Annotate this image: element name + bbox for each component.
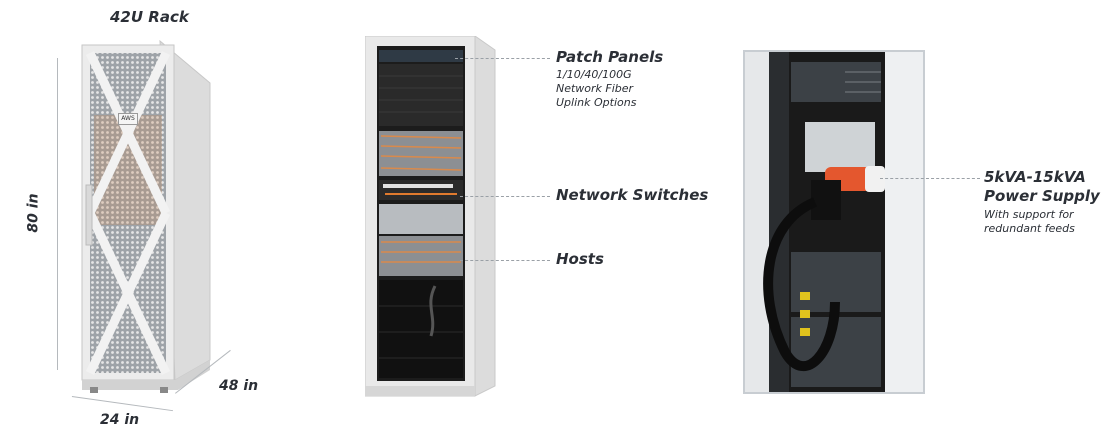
width-dimension-line: [71, 396, 174, 412]
height-label: 80 in: [25, 193, 42, 233]
power-supply-leader: [880, 178, 980, 179]
height-dimension-line: [57, 58, 58, 370]
depth-label: 48 in: [219, 378, 259, 394]
patch-panels-title: Patch Panels: [556, 48, 664, 66]
power-supply-detail-1: With support for: [984, 208, 1074, 221]
badge-logo: AWS: [118, 113, 138, 125]
network-switches-title: Network Switches: [556, 186, 709, 204]
power-supply-title-1: 5kVA-15kVA: [984, 168, 1086, 186]
closed-rack-image: AWS: [60, 35, 250, 395]
hosts-leader: [460, 260, 550, 261]
open-rack-image: [364, 35, 497, 402]
rack-title: 42U Rack: [110, 8, 189, 26]
power-supply-title-2: Power Supply: [984, 187, 1100, 205]
patch-panels-detail-1: 1/10/40/100G: [556, 68, 632, 81]
patch-panels-detail-3: Uplink Options: [556, 96, 637, 109]
power-supply-detail-2: redundant feeds: [984, 222, 1075, 235]
width-label: 24 in: [100, 412, 140, 428]
patch-panels-leader: [455, 58, 550, 59]
network-switches-leader: [460, 196, 550, 197]
patch-panels-detail-2: Network Fiber: [556, 82, 634, 95]
hosts-title: Hosts: [556, 250, 604, 268]
power-supply-image: [743, 50, 925, 394]
